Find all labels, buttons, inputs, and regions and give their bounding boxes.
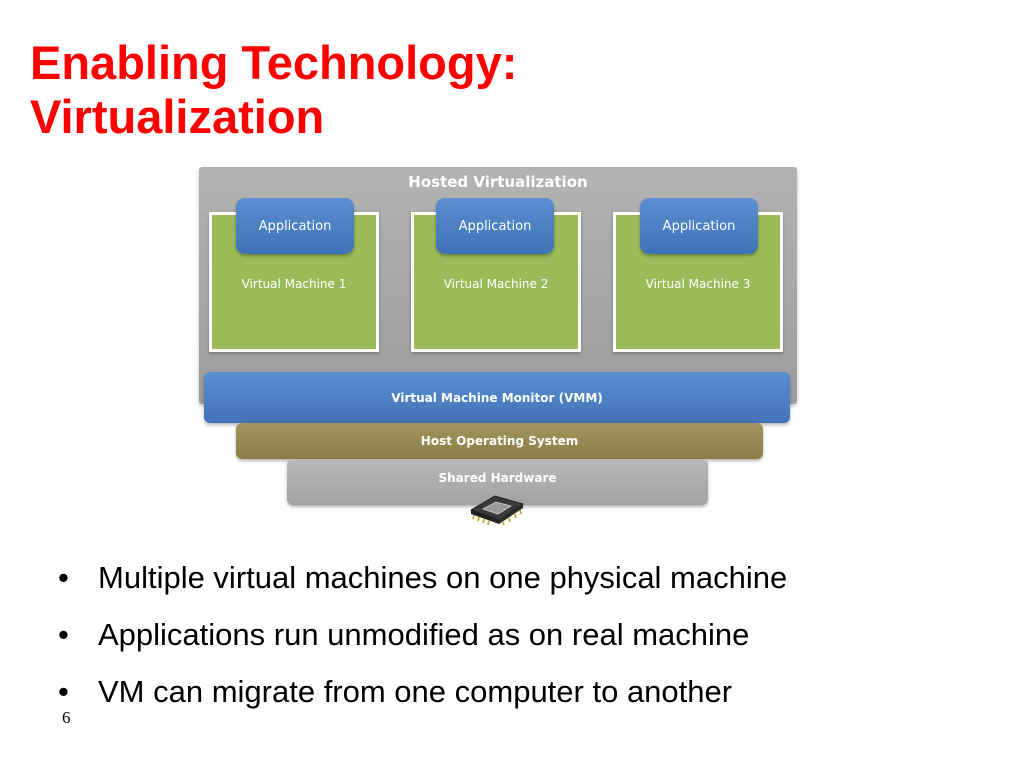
host-os-layer: Host Operating System bbox=[236, 423, 763, 459]
slide-title: Enabling Technology: Virtualization bbox=[30, 36, 517, 144]
diagram-title: Hosted Virtualization bbox=[408, 173, 588, 191]
bullet-glyph: • bbox=[58, 674, 69, 709]
bullet-text: Multiple virtual machines on one physica… bbox=[98, 560, 788, 595]
bullet-item: • VM can migrate from one computer to ano… bbox=[58, 672, 787, 729]
vm-label: Virtual Machine 2 bbox=[443, 277, 549, 291]
cpu-chip-icon bbox=[469, 495, 525, 526]
bullet-glyph: • bbox=[58, 560, 69, 595]
title-line-2: Virtualization bbox=[30, 90, 325, 143]
bullet-text: VM can migrate from one computer to anot… bbox=[98, 674, 733, 709]
bullet-text: Applications run unmodified as on real m… bbox=[98, 617, 750, 652]
vmm-layer: Virtual Machine Monitor (VMM) bbox=[204, 372, 790, 423]
vm-label: Virtual Machine 3 bbox=[645, 277, 751, 291]
title-line-1: Enabling Technology: bbox=[30, 36, 518, 89]
bullet-list: • Multiple virtual machines on one physic… bbox=[58, 558, 787, 729]
bullet-item: • Multiple virtual machines on one physic… bbox=[58, 558, 787, 615]
application-box-1: Application bbox=[236, 198, 354, 254]
virtual-machine-3: Virtual Machine 3 bbox=[613, 212, 783, 352]
virtual-machine-2: Virtual Machine 2 bbox=[411, 212, 581, 352]
shared-hardware-layer: Shared Hardware bbox=[287, 459, 708, 505]
virtual-machine-1: Virtual Machine 1 bbox=[209, 212, 379, 352]
bullet-glyph: • bbox=[58, 617, 69, 652]
vm-label: Virtual Machine 1 bbox=[241, 277, 347, 291]
bullet-item: • Applications run unmodified as on real … bbox=[58, 615, 787, 672]
hosted-virtualization-panel bbox=[199, 167, 797, 404]
page-number: 6 bbox=[62, 708, 71, 727]
application-box-2: Application bbox=[436, 198, 554, 254]
application-box-3: Application bbox=[640, 198, 758, 254]
